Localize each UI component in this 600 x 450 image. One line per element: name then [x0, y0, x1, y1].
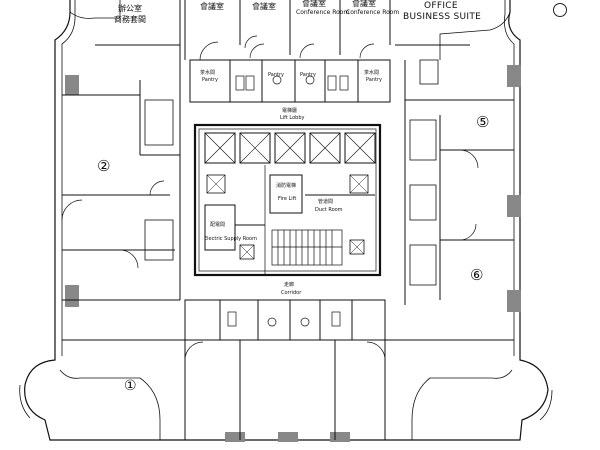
bottom-service-strip — [62, 299, 514, 440]
pantry-1-cn: 茶水間 — [200, 70, 216, 76]
lift-lobby-en: Lift Lobby — [280, 115, 305, 121]
registration-mark-icon — [553, 3, 567, 17]
pantry-4-cn: 茶水間 — [364, 70, 380, 76]
pantry-2-en: Pantry — [268, 72, 284, 78]
unit-number-2: ② — [97, 157, 111, 175]
meeting-room-3-en: Conference Room — [296, 9, 350, 16]
meeting-room-2: 會議室 — [252, 2, 276, 11]
unit-number-6: ⑥ — [470, 266, 484, 284]
top-service-strip — [189, 59, 391, 103]
electric-room-cn: 配電間 — [210, 222, 226, 228]
unit-number-5: ⑤ — [476, 113, 490, 131]
fire-lift-en: Fire Lift — [278, 196, 297, 202]
electric-room-en: Electric Supply Room — [204, 236, 257, 242]
meeting-room-4-en: Conference Room — [346, 9, 400, 16]
corridor-cn: 走廊 — [284, 282, 295, 288]
meeting-room-3: 會議室 — [302, 0, 326, 8]
corridor-en: Corridor — [281, 290, 302, 296]
unit-number-1: ① — [124, 378, 137, 394]
meeting-room-1: 會議室 — [200, 2, 224, 11]
pantry-4-en: Pantry — [366, 77, 382, 83]
building-core — [193, 123, 382, 277]
meeting-room-4: 會議室 — [352, 0, 376, 8]
top-left-unit-line1: 辦公室 — [118, 4, 142, 13]
top-left-unit-line2: 商務套間 — [114, 15, 146, 24]
perimeter-columns — [65, 65, 521, 442]
pantry-1-en: Pantry — [202, 77, 218, 83]
office-label: OFFICE — [424, 1, 458, 11]
fire-lift-cn: 消防電梯 — [276, 183, 297, 189]
outer-wall — [19, 0, 553, 441]
upper-rooms — [95, 0, 470, 61]
lift-lobby-cn: 電梯廳 — [282, 108, 298, 114]
pantry-3-en: Pantry — [300, 72, 316, 78]
left-wing-partitions — [61, 60, 181, 301]
right-wing-partitions — [404, 59, 514, 305]
duct-room-cn: 管道間 — [318, 199, 334, 205]
business-suite-label: BUSINESS SUITE — [403, 12, 482, 22]
duct-room-en: Duct Room — [315, 207, 343, 213]
